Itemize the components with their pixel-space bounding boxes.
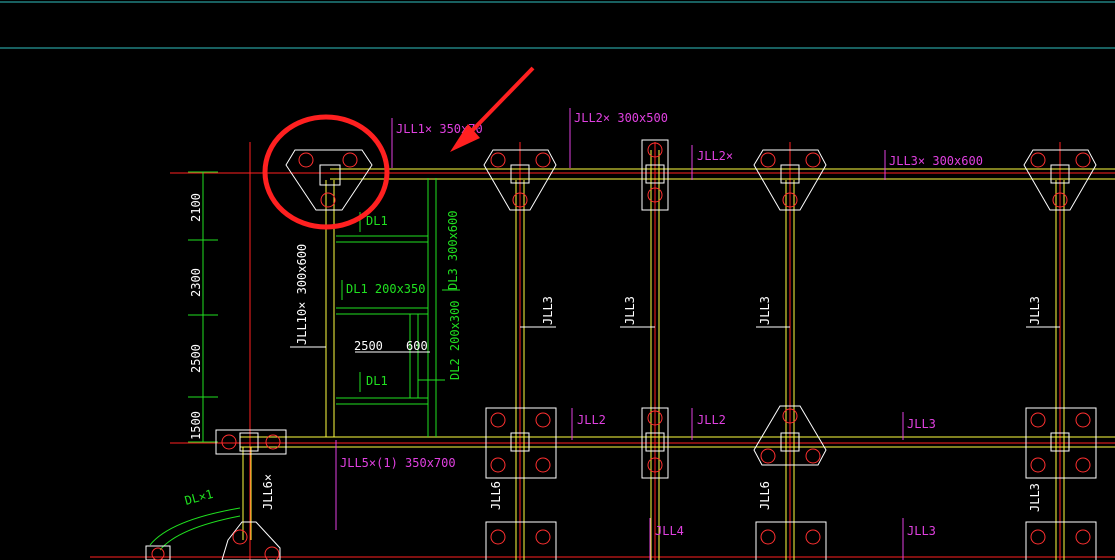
label-dl1-low: DL1 bbox=[366, 374, 388, 388]
label-jll2-top: JLL2× 300x500 bbox=[574, 111, 668, 125]
label-jll3-v1: JLL3 bbox=[541, 296, 555, 325]
pile-cap-sq-1 bbox=[485, 407, 557, 479]
pile-cap-tri-2 bbox=[483, 149, 557, 211]
label-dl1-top: DL1 bbox=[366, 214, 388, 228]
label-jll1: JLL1× 350x70 bbox=[396, 122, 483, 136]
green-tag-leaders bbox=[341, 212, 460, 392]
dim-2500: 2500 bbox=[189, 344, 203, 373]
label-jll3-v5: JLL3 bbox=[1028, 483, 1042, 512]
label-jll2-short: JLL2× bbox=[697, 149, 733, 163]
label-jll3-v3: JLL3 bbox=[758, 296, 772, 325]
green-secondary-beams bbox=[149, 178, 437, 551]
label-dl2: DL2 200x300 bbox=[448, 301, 462, 380]
pile-cap-tri-4 bbox=[1023, 149, 1097, 211]
dim-1500: 1500 bbox=[189, 411, 203, 440]
label-jll3-row2: JLL3 bbox=[907, 417, 936, 431]
pile-cap-horiz-1 bbox=[215, 429, 287, 455]
axis-lines bbox=[90, 142, 1115, 560]
dim-2300: 2300 bbox=[189, 268, 203, 297]
tag-leaders bbox=[335, 108, 904, 560]
label-dlx1: DL×1 bbox=[183, 487, 215, 508]
highlight-circle bbox=[262, 114, 390, 230]
pile-cap-tri-1 bbox=[285, 149, 373, 211]
label-jll2-row2a: JLL2 bbox=[577, 413, 606, 427]
label-jll5: JLL5×(1) 350x700 bbox=[340, 456, 456, 470]
label-jll3-row3: JLL3 bbox=[907, 524, 936, 538]
label-dl3: DL3 300x600 bbox=[446, 211, 460, 290]
label-jll2-row2b: JLL2 bbox=[697, 413, 726, 427]
pile-cap-tri-5 bbox=[753, 405, 827, 466]
dimension-chain bbox=[188, 171, 218, 443]
label-jll6-b: JLL6 bbox=[489, 481, 503, 510]
label-dim-600: 600 bbox=[406, 339, 428, 353]
label-jll3-top: JLL3× 300x600 bbox=[889, 154, 983, 168]
label-leaders bbox=[290, 326, 1060, 353]
beam-lines bbox=[240, 150, 1115, 560]
pile-cap-sq-2 bbox=[1025, 407, 1097, 479]
piles bbox=[151, 142, 1091, 560]
label-jll6-a: JLL6× bbox=[261, 474, 275, 510]
label-jll4: JLL4 bbox=[655, 524, 684, 538]
label-jll6-c: JLL6 bbox=[758, 481, 772, 510]
label-dim-2500: 2500 bbox=[354, 339, 383, 353]
highlight-arrow-shaft bbox=[461, 66, 535, 142]
label-jll10: JLL10× 300x600 bbox=[295, 244, 309, 345]
dim-2100: 2100 bbox=[189, 193, 203, 222]
label-dl1-mid: DL1 200x350 bbox=[346, 282, 425, 296]
pile-cap-vert-2 bbox=[641, 407, 669, 479]
pile-cap-tri-3 bbox=[753, 149, 827, 211]
pile-caps bbox=[145, 139, 1097, 560]
highlight-arrow-head bbox=[450, 124, 480, 152]
dimension-texts: 2100 2300 2500 1500 bbox=[189, 193, 203, 440]
label-jll3-v4: JLL3 bbox=[1028, 296, 1042, 325]
label-jll3-v2: JLL3 bbox=[623, 296, 637, 325]
pile-cap-vert-1 bbox=[641, 139, 669, 211]
